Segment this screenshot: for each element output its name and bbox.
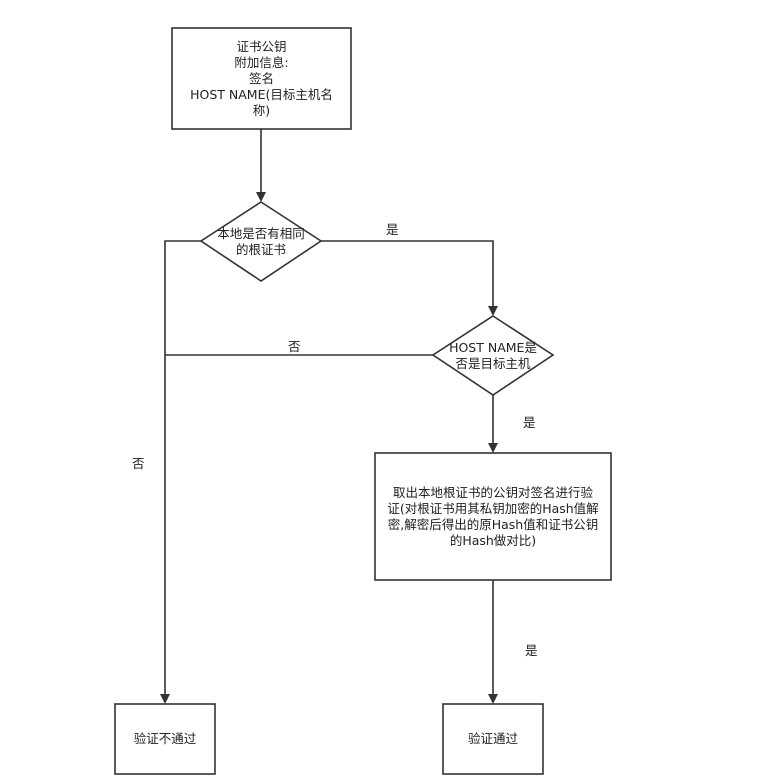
- same-root-line: 本地是否有相同: [217, 226, 305, 241]
- edge-label-yes-2: 是: [523, 415, 536, 430]
- edge-label-yes-1: 是: [386, 222, 399, 237]
- edge-label-no-2: 否: [132, 456, 145, 471]
- fail-box: [114, 703, 216, 775]
- host-check-text: HOST NAME是 否是目标主机: [433, 336, 553, 376]
- host-check-line: HOST NAME是: [449, 340, 537, 355]
- pass-label: 验证通过: [467, 731, 518, 746]
- verify-line: 取出本地根证书的公钥对签名进行验: [392, 484, 593, 500]
- edge-label-no-1: 否: [288, 339, 301, 354]
- cert-line: 证书公钥: [236, 38, 287, 54]
- edge-same-root-yes: [321, 240, 498, 316]
- verify-line: 证(对根证书用其私钥加密的Hash值解: [387, 500, 599, 516]
- edge-same-root-no: [160, 240, 201, 704]
- cert-box: [171, 27, 352, 130]
- cert-line: HOST NAME(目标主机名: [190, 86, 333, 102]
- verify-line: 密,解密后得出的原Hash值和证书公钥: [387, 516, 599, 532]
- same-root-text: 本地是否有相同 的根证书: [201, 222, 321, 262]
- fail-label: 验证不通过: [133, 731, 197, 746]
- pass-box: [442, 703, 544, 775]
- cert-line: 称): [252, 102, 271, 118]
- same-root-line: 的根证书: [235, 242, 286, 257]
- edge-label-yes-3: 是: [525, 643, 538, 658]
- pass-box-text: 验证通过: [443, 704, 543, 774]
- fail-box-text: 验证不通过: [115, 704, 215, 774]
- verify-line: 的Hash做对比): [449, 532, 537, 548]
- cert-line: 签名: [248, 70, 274, 86]
- verify-box-text: 取出本地根证书的公钥对签名进行验 证(对根证书用其私钥加密的Hash值解 密,解…: [375, 453, 611, 580]
- cert-line: 附加信息:: [234, 54, 289, 70]
- cert-box-text: 证书公钥 附加信息: 签名 HOST NAME(目标主机名 称): [172, 28, 351, 129]
- host-check-line: 否是目标主机: [455, 356, 531, 371]
- same-root-diamond: [199, 201, 323, 282]
